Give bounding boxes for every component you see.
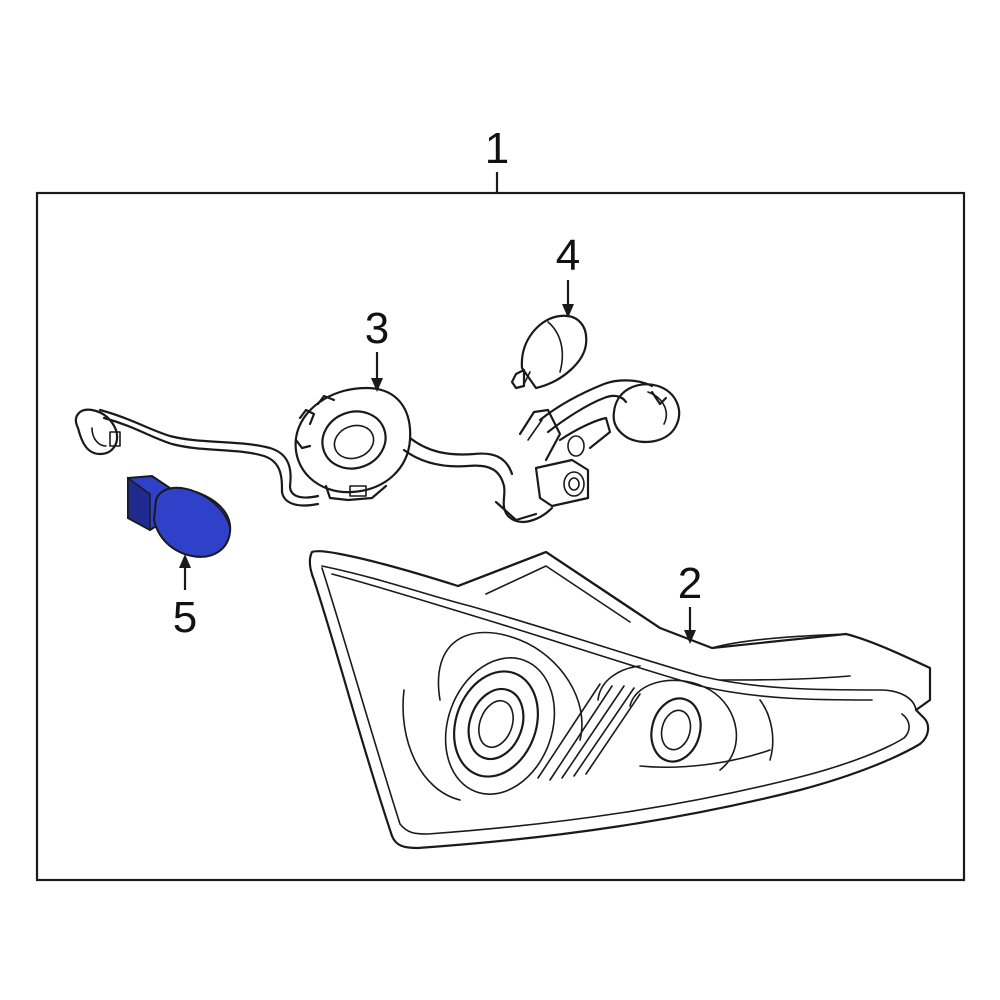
bulb-4[interactable] bbox=[510, 314, 588, 390]
callout-1-label: 1 bbox=[485, 124, 509, 173]
callout-5-arrowhead bbox=[179, 554, 191, 568]
bulb-5-base-shade bbox=[127, 476, 151, 532]
tail-lamp-2[interactable] bbox=[308, 550, 932, 850]
callout-4-label: 4 bbox=[556, 231, 580, 280]
callout-4[interactable]: 4 bbox=[556, 231, 580, 318]
callout-5[interactable]: 5 bbox=[173, 554, 197, 642]
callout-5-label: 5 bbox=[173, 593, 197, 642]
callout-2-arrowhead bbox=[684, 630, 696, 644]
wiring-harness-3[interactable] bbox=[74, 379, 681, 524]
diagram-frame bbox=[35, 191, 966, 882]
bulb-5-glass bbox=[152, 486, 232, 558]
callout-4-arrowhead bbox=[562, 304, 574, 318]
callout-3-arrowhead bbox=[371, 378, 383, 392]
bulb-5-glass-tip bbox=[195, 491, 231, 533]
bulb-5-highlighted[interactable] bbox=[127, 474, 232, 558]
callout-2-label: 2 bbox=[678, 559, 702, 608]
callout-3[interactable]: 3 bbox=[365, 304, 389, 392]
callout-3-label: 3 bbox=[365, 304, 389, 353]
callout-1[interactable]: 1 bbox=[485, 124, 509, 193]
callout-2[interactable]: 2 bbox=[678, 559, 702, 644]
